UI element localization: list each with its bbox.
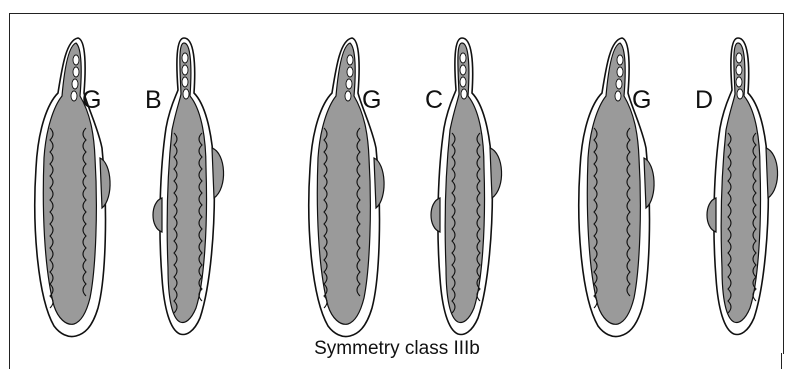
label-pair3-right: D: [695, 88, 713, 113]
specimen-g-2: [309, 38, 384, 337]
label-pair1-right: B: [145, 88, 162, 113]
label-pair2-left: G: [362, 88, 381, 113]
specimen-b: [153, 38, 224, 334]
label-pair3-left: G: [632, 88, 651, 113]
figure-caption: Symmetry class IIIb: [0, 338, 794, 360]
label-pair1-left: G: [82, 88, 101, 113]
specimen-c: [431, 38, 502, 334]
label-pair2-right: C: [425, 88, 443, 113]
specimen-g-3: [579, 38, 654, 337]
specimen-d: [707, 38, 778, 334]
specimen-g-1: [35, 38, 110, 337]
